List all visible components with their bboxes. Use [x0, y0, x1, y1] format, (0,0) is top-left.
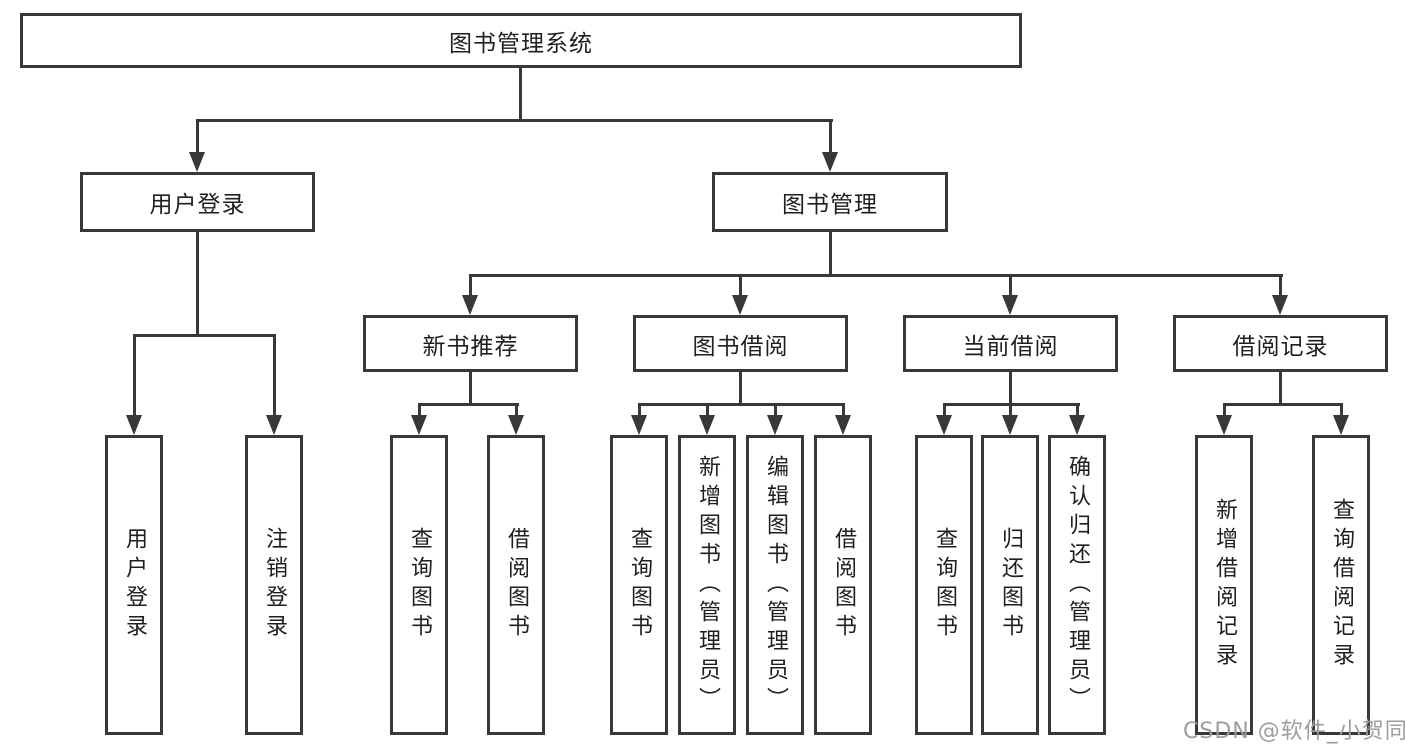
connector-line — [829, 119, 832, 155]
leaf-query-borrow-record: 查询借阅记录 — [1312, 435, 1370, 735]
node-user-login-label: 用户登录 — [149, 192, 246, 218]
leaf-query-books-recommend-label: 查询图书 — [407, 527, 432, 643]
connector-line — [1279, 372, 1282, 406]
connector-line — [1223, 403, 1343, 406]
leaf-query-books-current-label: 查询图书 — [932, 527, 957, 643]
arrow-down-icon — [631, 415, 647, 435]
node-new-book-recommendation-label: 新书推荐 — [422, 333, 519, 360]
connector-line — [1009, 274, 1012, 298]
node-book-management-label: 图书管理 — [782, 192, 878, 218]
node-borrowing-records-label: 借阅记录 — [1232, 333, 1329, 360]
connector-line — [739, 372, 742, 406]
leaf-query-books-current: 查询图书 — [915, 435, 973, 735]
arrow-down-icon — [1069, 415, 1085, 435]
leaf-return-books: 归还图书 — [981, 435, 1039, 735]
connector-line — [739, 274, 742, 298]
connector-line — [133, 334, 136, 418]
node-current-borrowing-label: 当前借阅 — [962, 333, 1059, 360]
leaf-user-login-label: 用户登录 — [122, 527, 147, 643]
connector-line — [515, 403, 518, 418]
node-book-borrowing: 图书借阅 — [633, 315, 848, 372]
connector-line — [196, 119, 199, 155]
node-book-management: 图书管理 — [712, 172, 948, 232]
arrow-down-icon — [1002, 415, 1018, 435]
leaf-borrow-books-recommend: 借阅图书 — [487, 435, 545, 735]
arrow-down-icon — [1002, 295, 1018, 315]
connector-line — [418, 403, 519, 406]
node-user-login: 用户登录 — [80, 172, 315, 232]
arrow-down-icon — [1333, 415, 1349, 435]
node-book-borrowing-label: 图书借阅 — [692, 333, 789, 360]
leaf-borrow-books-recommend-label: 借阅图书 — [504, 527, 529, 643]
connector-line — [1279, 274, 1282, 298]
node-root-label: 图书管理系统 — [449, 30, 593, 57]
node-current-borrowing: 当前借阅 — [903, 315, 1118, 372]
arrow-down-icon — [189, 152, 205, 172]
leaf-add-book-admin-label: 新增图书（管理员） — [695, 454, 720, 716]
leaf-borrow-books-borrow: 借阅图书 — [814, 435, 872, 735]
leaf-user-login: 用户登录 — [105, 435, 163, 735]
arrow-down-icon — [732, 295, 748, 315]
arrow-down-icon — [411, 415, 427, 435]
leaf-add-borrow-record-label: 新增借阅记录 — [1212, 498, 1237, 672]
node-root: 图书管理系统 — [20, 13, 1022, 68]
arrow-down-icon — [1216, 415, 1232, 435]
node-new-book-recommendation: 新书推荐 — [363, 315, 578, 372]
arrow-down-icon — [1272, 295, 1288, 315]
leaf-confirm-return-admin: 确认归还（管理员） — [1048, 435, 1106, 735]
connector-line — [196, 119, 833, 122]
arrow-down-icon — [699, 415, 715, 435]
watermark: CSDN @软件_小贺同学 — [1183, 719, 1405, 744]
arrow-down-icon — [266, 415, 282, 435]
connector-line — [1223, 403, 1226, 418]
connector-line — [774, 403, 777, 418]
leaf-confirm-return-admin-label: 确认归还（管理员） — [1065, 454, 1090, 716]
leaf-query-books-borrow-label: 查询图书 — [627, 527, 652, 643]
connector-line — [706, 403, 709, 418]
leaf-logout: 注销登录 — [245, 435, 303, 735]
connector-line — [196, 232, 199, 337]
connector-line — [418, 403, 421, 418]
connector-line — [273, 334, 276, 418]
leaf-query-books-borrow: 查询图书 — [610, 435, 668, 735]
leaf-add-borrow-record: 新增借阅记录 — [1195, 435, 1253, 735]
connector-line — [469, 274, 472, 298]
connector-line — [842, 403, 845, 418]
leaf-edit-book-admin-label: 编辑图书（管理员） — [763, 454, 788, 716]
connector-line — [638, 403, 641, 418]
connector-line — [943, 403, 946, 418]
connector-line — [1340, 403, 1343, 418]
arrow-down-icon — [508, 415, 524, 435]
arrow-down-icon — [835, 415, 851, 435]
connector-line — [829, 232, 832, 277]
connector-line — [1009, 372, 1012, 406]
leaf-add-book-admin: 新增图书（管理员） — [678, 435, 736, 735]
connector-line — [133, 334, 276, 337]
leaf-edit-book-admin: 编辑图书（管理员） — [746, 435, 804, 735]
arrow-down-icon — [126, 415, 142, 435]
connector-line — [1076, 403, 1079, 418]
leaf-return-books-label: 归还图书 — [998, 527, 1023, 643]
leaf-logout-label: 注销登录 — [262, 527, 287, 643]
connector-line — [1009, 403, 1012, 418]
connector-line — [469, 274, 1283, 277]
leaf-borrow-books-borrow-label: 借阅图书 — [831, 527, 856, 643]
leaf-query-borrow-record-label: 查询借阅记录 — [1329, 498, 1354, 672]
arrow-down-icon — [462, 295, 478, 315]
node-borrowing-records: 借阅记录 — [1173, 315, 1388, 372]
connector-line — [519, 68, 522, 122]
arrow-down-icon — [936, 415, 952, 435]
connector-line — [638, 403, 845, 406]
arrow-down-icon — [767, 415, 783, 435]
leaf-query-books-recommend: 查询图书 — [390, 435, 448, 735]
arrow-down-icon — [822, 152, 838, 172]
connector-line — [469, 372, 472, 406]
